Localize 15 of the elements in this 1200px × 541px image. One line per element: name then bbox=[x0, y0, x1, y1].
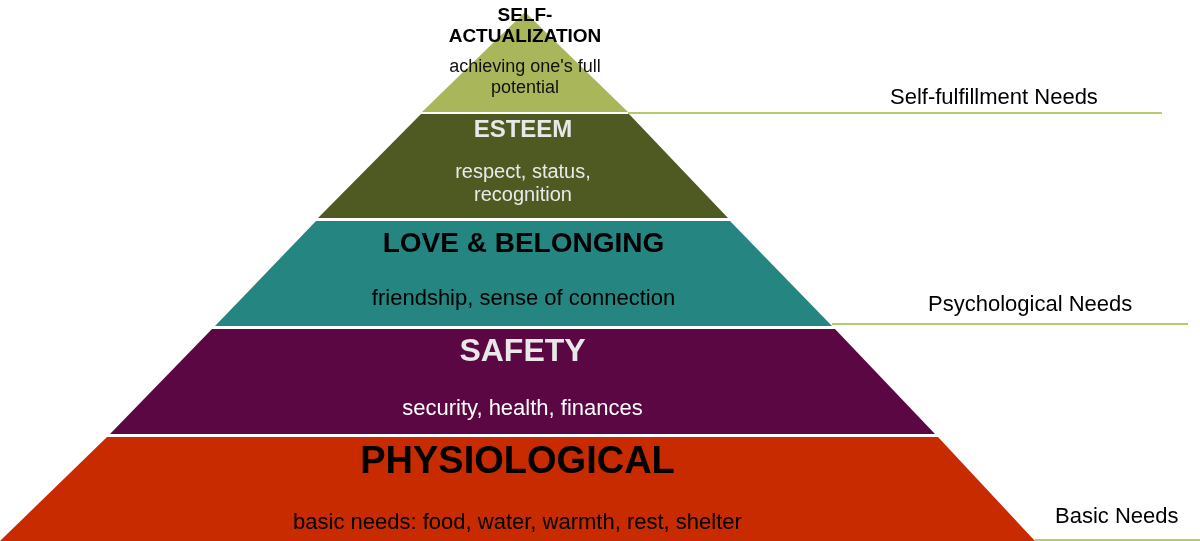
tier-heading: ESTEEM bbox=[472, 116, 574, 143]
tier-description: respect, status, recognition bbox=[454, 160, 592, 206]
tier-heading: PHYSIOLOGICAL bbox=[359, 439, 676, 482]
tier-heading: LOVE & BELONGING bbox=[381, 227, 666, 259]
tier-heading: SAFETY bbox=[458, 333, 587, 369]
pyramid-tier bbox=[0, 437, 1035, 541]
pyramid-tier bbox=[110, 329, 935, 434]
level-label: Self-fulfillment Needs bbox=[890, 84, 1098, 110]
tier-description: friendship, sense of connection bbox=[370, 285, 677, 311]
level-label: Psychological Needs bbox=[928, 291, 1133, 317]
tier-description: basic needs: food, water, warmth, rest, shelter bbox=[292, 509, 743, 535]
level-label: Basic Needs bbox=[1055, 503, 1179, 529]
pyramid-tier bbox=[215, 221, 832, 326]
tier-description: security, health, finances bbox=[401, 395, 644, 421]
pyramid-tier bbox=[318, 114, 728, 218]
